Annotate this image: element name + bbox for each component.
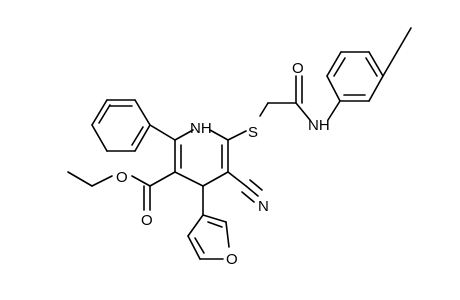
thioether-chain bbox=[227, 75, 311, 141]
atom-sulfur: S bbox=[248, 124, 258, 141]
furan-ring bbox=[187, 185, 230, 260]
ester-group bbox=[67, 171, 176, 211]
atom-labels: NH S O NH O O O N bbox=[116, 60, 330, 268]
atom-nh-amide: NH bbox=[308, 117, 330, 134]
atom-nitrogen-nitrile: N bbox=[258, 198, 269, 215]
phenyl-ring bbox=[91, 99, 151, 152]
nitrile-group bbox=[227, 171, 263, 203]
atom-oxygen-ester: O bbox=[116, 169, 128, 186]
atom-oxygen-furan: O bbox=[226, 251, 238, 268]
atom-nh-ring: NH bbox=[190, 120, 212, 137]
bond-amide-aryl bbox=[327, 100, 341, 121]
bond-phenyl-ring bbox=[149, 124, 176, 141]
atom-oxygen-ester-carbonyl: O bbox=[141, 212, 153, 229]
ethylphenyl-ring bbox=[326, 51, 384, 102]
dihydropyridine-ring bbox=[174, 129, 229, 187]
ethyl-group bbox=[382, 27, 412, 77]
atom-oxygen-amide: O bbox=[292, 60, 304, 77]
